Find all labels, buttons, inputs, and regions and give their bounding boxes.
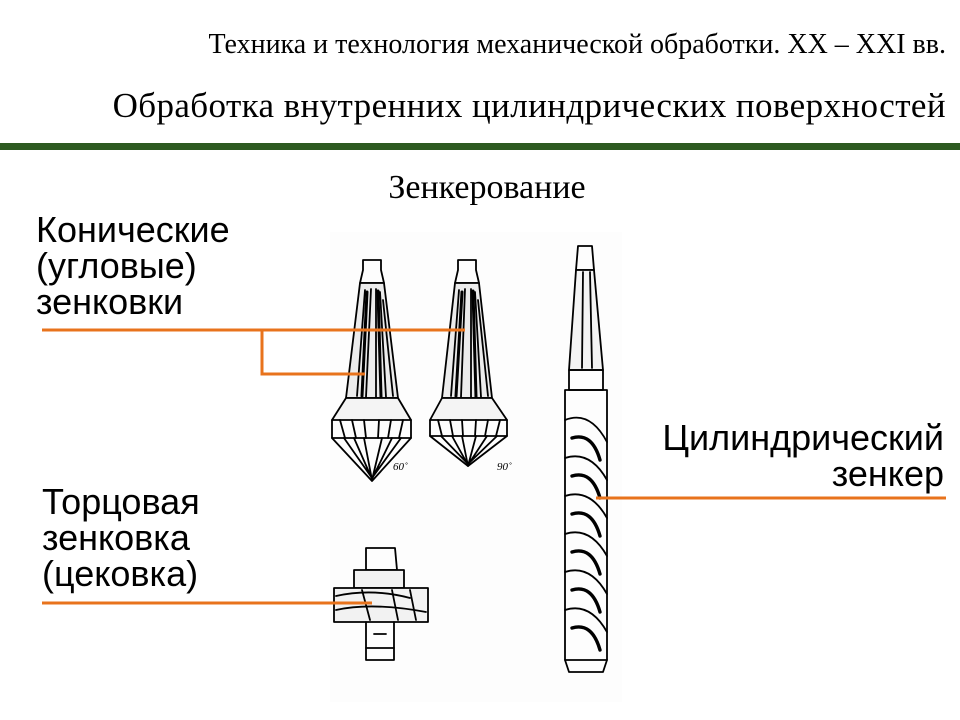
label-cylindrical-countersink: Цилиндрический зенкер [662, 417, 944, 494]
counterbore-drawing [333, 547, 429, 661]
slide-title: Обработка внутренних цилиндрических пове… [112, 86, 946, 125]
angle-label-90: 90˚ [497, 461, 512, 473]
angle-label-60: 60˚ [393, 461, 408, 473]
slide-subtitle: Зенкерование [388, 169, 586, 206]
header-line: Техника и технология механической обрабо… [208, 29, 946, 60]
label-conical-countersinks: Конические (угловые) зенковки [36, 209, 230, 322]
callout-branch-conical [260, 330, 365, 376]
conical-countersink-90-drawing [429, 259, 508, 467]
header-divider [0, 143, 960, 150]
conical-countersink-60-drawing [331, 259, 412, 482]
label-face-countersink: Торцовая зенковка (цековка) [42, 481, 200, 594]
cylindrical-countersink-drawing [564, 245, 608, 673]
